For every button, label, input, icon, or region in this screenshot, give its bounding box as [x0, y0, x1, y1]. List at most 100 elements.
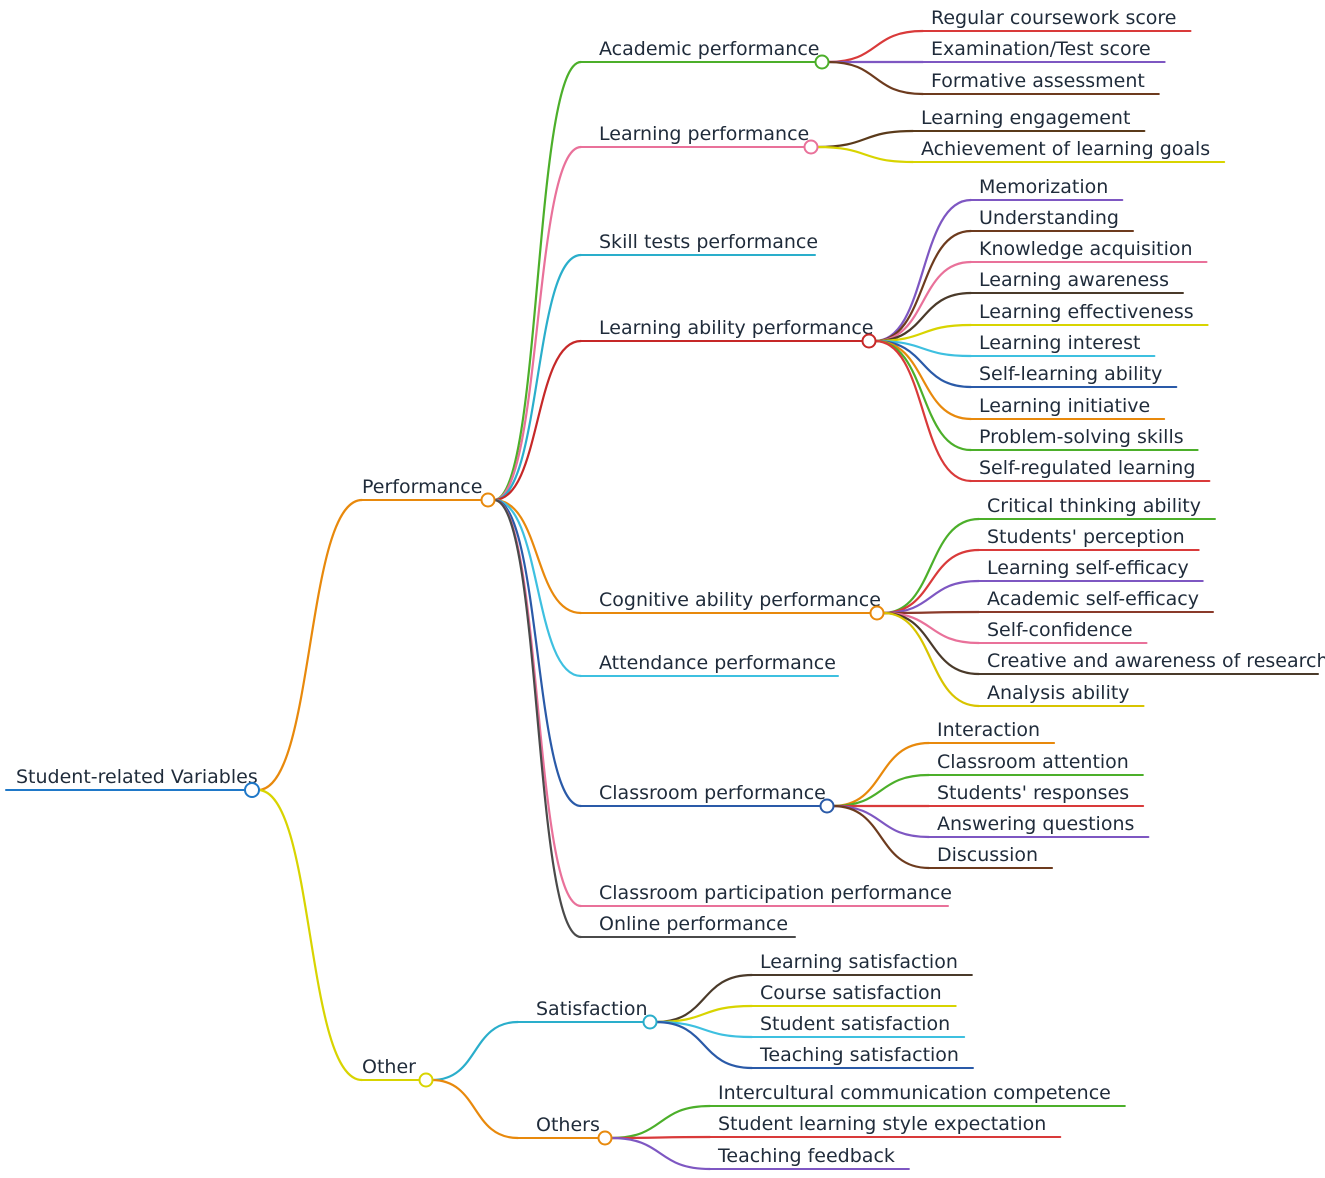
- label-self-regulated-learning: Self-regulated learning: [979, 457, 1195, 479]
- label-examination-test-score: Examination/Test score: [931, 38, 1151, 60]
- label-student-related-variables: Student-related Variables: [16, 766, 258, 788]
- label-learning-self-efficacy: Learning self-efficacy: [987, 557, 1189, 579]
- label-critical-thinking-ability: Critical thinking ability: [987, 495, 1201, 517]
- label-students-perception: Students' perception: [987, 526, 1185, 548]
- label-answering-questions: Answering questions: [937, 813, 1134, 835]
- label-self-learning-ability: Self-learning ability: [979, 363, 1162, 385]
- connector-online-performance: [492, 498, 583, 939]
- connector-knowledge-acquisition: [873, 260, 973, 343]
- underlines: [5, 30, 1319, 1170]
- labels: Student-related VariablesPerformanceAcad…: [16, 7, 1325, 1167]
- label-students-responses: Students' responses: [937, 782, 1129, 804]
- connector-learning-self-efficacy: [881, 579, 981, 615]
- node-other[interactable]: [418, 1072, 434, 1088]
- connector-interaction: [831, 741, 931, 808]
- label-self-confidence: Self-confidence: [987, 619, 1133, 641]
- connector-learning-performance: [492, 145, 583, 502]
- connector-learning-ability-performance: [492, 339, 583, 502]
- label-performance: Performance: [362, 476, 482, 498]
- connector-achievement-of-learning-goals: [815, 145, 915, 164]
- label-discussion: Discussion: [937, 844, 1038, 866]
- connector-performance: [256, 498, 364, 792]
- label-creative-and-awareness-of-research: Creative and awareness of research: [987, 650, 1325, 672]
- label-teaching-satisfaction: Teaching satisfaction: [759, 1044, 959, 1066]
- connector-formative-assessment: [826, 60, 925, 96]
- label-knowledge-acquisition: Knowledge acquisition: [979, 238, 1193, 260]
- label-problem-solving-skills: Problem-solving skills: [979, 426, 1184, 448]
- connector-others: [430, 1078, 520, 1140]
- label-learning-ability-performance: Learning ability performance: [599, 317, 873, 339]
- connector-satisfaction: [430, 1020, 520, 1082]
- node-others[interactable]: [597, 1130, 613, 1146]
- connector-classroom-attention: [831, 773, 931, 808]
- connector-analysis-ability: [881, 611, 981, 708]
- label-interaction: Interaction: [937, 719, 1040, 741]
- connector-critical-thinking-ability: [881, 517, 981, 615]
- node-cognitive-ability-performance[interactable]: [869, 605, 885, 621]
- label-regular-coursework-score: Regular coursework score: [931, 7, 1177, 29]
- label-analysis-ability: Analysis ability: [987, 682, 1130, 704]
- label-classroom-performance: Classroom performance: [599, 782, 826, 804]
- label-teaching-feedback: Teaching feedback: [717, 1145, 895, 1167]
- connector-learning-satisfaction: [654, 973, 754, 1024]
- connector-self-regulated-learning: [873, 339, 973, 483]
- label-learning-performance: Learning performance: [599, 123, 809, 145]
- label-academic-performance: Academic performance: [599, 38, 819, 60]
- label-student-learning-style-expectation: Student learning style expectation: [718, 1113, 1046, 1135]
- connector-classroom-performance: [492, 498, 583, 808]
- label-memorization: Memorization: [979, 176, 1108, 198]
- label-achievement-of-learning-goals: Achievement of learning goals: [921, 138, 1210, 160]
- connector-discussion: [831, 804, 931, 870]
- connector-memorization: [873, 198, 973, 343]
- connector-understanding: [873, 229, 973, 343]
- label-cognitive-ability-performance: Cognitive ability performance: [599, 589, 881, 611]
- label-learning-interest: Learning interest: [979, 332, 1140, 354]
- label-online-performance: Online performance: [599, 913, 788, 935]
- label-learning-satisfaction: Learning satisfaction: [760, 951, 958, 973]
- label-classroom-participation-performance: Classroom participation performance: [599, 882, 952, 904]
- node-learning-performance[interactable]: [803, 139, 819, 155]
- connector-other: [256, 788, 364, 1082]
- label-learning-engagement: Learning engagement: [921, 107, 1130, 129]
- connector-skill-tests-performance: [492, 253, 583, 502]
- label-others: Others: [536, 1114, 600, 1136]
- label-formative-assessment: Formative assessment: [931, 70, 1145, 92]
- connector-answering-questions: [831, 804, 931, 839]
- label-course-satisfaction: Course satisfaction: [760, 982, 942, 1004]
- node-learning-ability-performance[interactable]: [861, 333, 877, 349]
- nodes: [244, 54, 885, 1146]
- connector-regular-coursework-score: [826, 29, 925, 64]
- label-skill-tests-performance: Skill tests performance: [599, 231, 818, 253]
- label-learning-awareness: Learning awareness: [979, 269, 1169, 291]
- node-performance[interactable]: [480, 492, 496, 508]
- connector-classroom-participation-performance: [492, 498, 583, 908]
- label-learning-effectiveness: Learning effectiveness: [979, 301, 1194, 323]
- connector-problem-solving-skills: [873, 339, 973, 452]
- node-student-related-variables[interactable]: [244, 782, 260, 798]
- connector-cognitive-ability-performance: [492, 498, 583, 615]
- connector-course-satisfaction: [654, 1004, 754, 1024]
- label-other: Other: [362, 1056, 416, 1078]
- node-satisfaction[interactable]: [642, 1014, 658, 1030]
- connector-creative-and-awareness-of-research: [881, 611, 981, 676]
- connectors: [256, 29, 981, 1171]
- label-satisfaction: Satisfaction: [536, 998, 648, 1020]
- connector-teaching-satisfaction: [654, 1020, 754, 1070]
- connector-academic-performance: [492, 60, 583, 502]
- connector-teaching-feedback: [609, 1136, 712, 1171]
- connector-learning-awareness: [873, 291, 973, 343]
- connector-attendance-performance: [492, 498, 583, 678]
- node-classroom-performance[interactable]: [819, 798, 835, 814]
- label-learning-initiative: Learning initiative: [979, 395, 1150, 417]
- connector-learning-engagement: [815, 129, 915, 149]
- label-attendance-performance: Attendance performance: [599, 652, 836, 674]
- label-classroom-attention: Classroom attention: [937, 751, 1129, 773]
- connector-intercultural-communication-competence: [609, 1104, 712, 1140]
- label-student-satisfaction: Student satisfaction: [760, 1013, 950, 1035]
- label-intercultural-communication-competence: Intercultural communication competence: [718, 1082, 1111, 1104]
- connector-self-confidence: [881, 611, 981, 645]
- label-understanding: Understanding: [979, 207, 1119, 229]
- node-academic-performance[interactable]: [814, 54, 830, 70]
- label-academic-self-efficacy: Academic self-efficacy: [987, 588, 1199, 610]
